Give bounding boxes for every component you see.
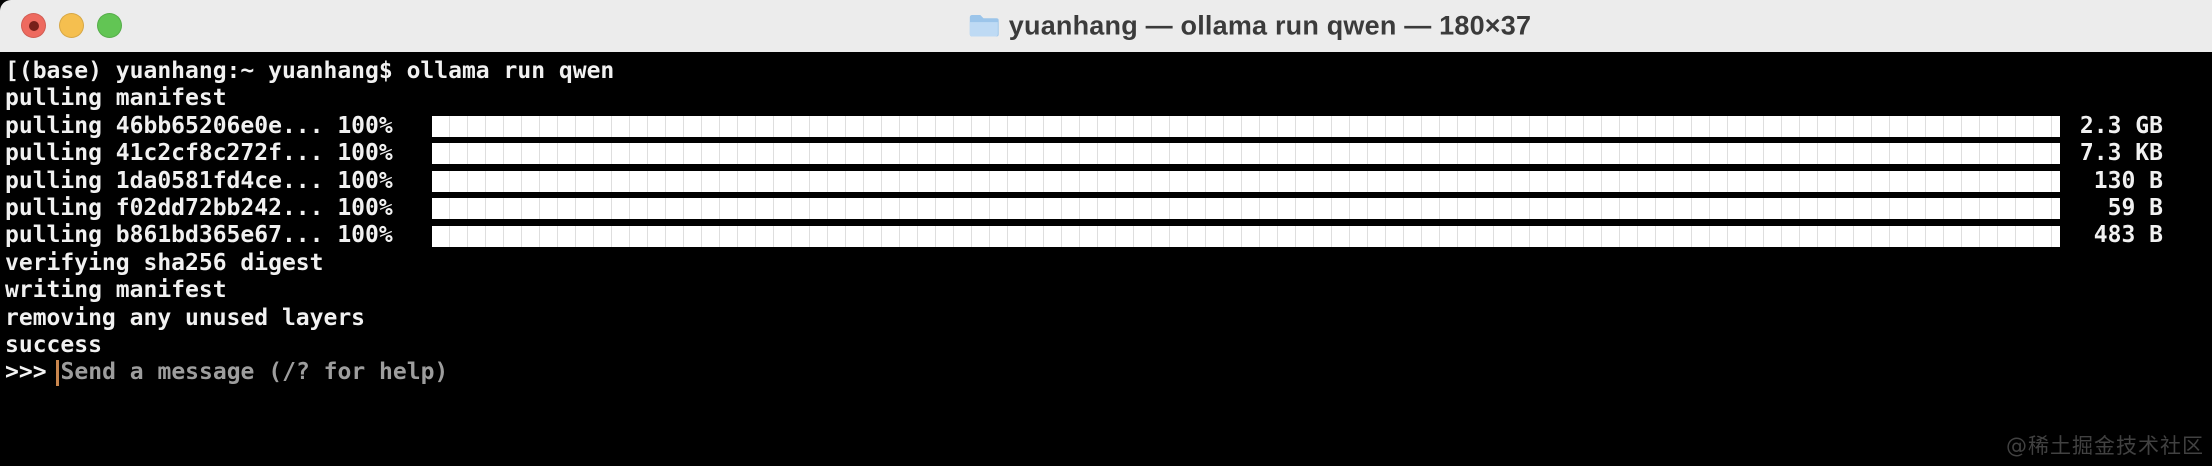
window-titlebar: yuanhang — ollama run qwen — 180×37 (0, 0, 2212, 52)
progress-label: pulling 41c2cf8c272f... 100% (5, 140, 407, 167)
chat-input-line[interactable]: >>> Send a message (/? for help) (5, 359, 2212, 387)
progress-bar (431, 116, 2060, 138)
prompt-arrows: >>> (5, 359, 47, 386)
progress-bar (431, 143, 2060, 165)
pull-progress-row: pulling 41c2cf8c272f... 100% 7.3 KB (5, 140, 2212, 167)
terminal-line: pulling manifest (5, 85, 227, 112)
minimize-button[interactable] (59, 13, 84, 38)
shell-prompt-line: [(base) yuanhang:~ yuanhang$ ollama run … (5, 58, 615, 84)
progress-label: pulling f02dd72bb242... 100% (5, 195, 407, 222)
pull-progress-row: pulling 46bb65206e0e... 100% 2.3 GB (5, 113, 2212, 140)
text-cursor (55, 360, 59, 387)
input-placeholder: Send a message (/? for help) (60, 359, 449, 386)
folder-icon (969, 14, 999, 39)
watermark: @稀土掘金技术社区 (2006, 434, 2204, 458)
terminal-content[interactable]: [(base) yuanhang:~ yuanhang$ ollama run … (0, 52, 2212, 466)
window-title: yuanhang — ollama run qwen — 180×37 (1008, 10, 1532, 41)
layer-size: 7.3 KB (2079, 140, 2163, 167)
pull-progress-row: pulling f02dd72bb242... 100% 59 B (5, 195, 2212, 222)
window-controls (21, 13, 122, 38)
pull-progress-row: pulling 1da0581fd4ce... 100% 130 B (5, 168, 2212, 195)
terminal-line: verifying sha256 digest (5, 249, 324, 276)
progress-bar (431, 170, 2060, 192)
terminal-line: success (5, 332, 102, 359)
layer-size: 483 B (2079, 222, 2163, 249)
progress-label: pulling 46bb65206e0e... 100% (5, 112, 407, 139)
zoom-button[interactable] (97, 13, 122, 38)
progress-bar (431, 225, 2060, 247)
titlebar-center: yuanhang — ollama run qwen — 180×37 (969, 11, 1531, 42)
terminal-line: removing any unused layers (5, 304, 366, 331)
progress-label: pulling 1da0581fd4ce... 100% (5, 167, 407, 194)
layer-size: 2.3 GB (2079, 112, 2163, 139)
close-button[interactable] (21, 13, 46, 38)
pull-progress-row: pulling b861bd365e67... 100% 483 B (5, 222, 2212, 249)
layer-size: 59 B (2079, 195, 2163, 222)
terminal-line: writing manifest (5, 277, 227, 304)
layer-size: 130 B (2079, 167, 2163, 194)
progress-bar (431, 198, 2060, 220)
progress-label: pulling b861bd365e67... 100% (5, 222, 407, 249)
